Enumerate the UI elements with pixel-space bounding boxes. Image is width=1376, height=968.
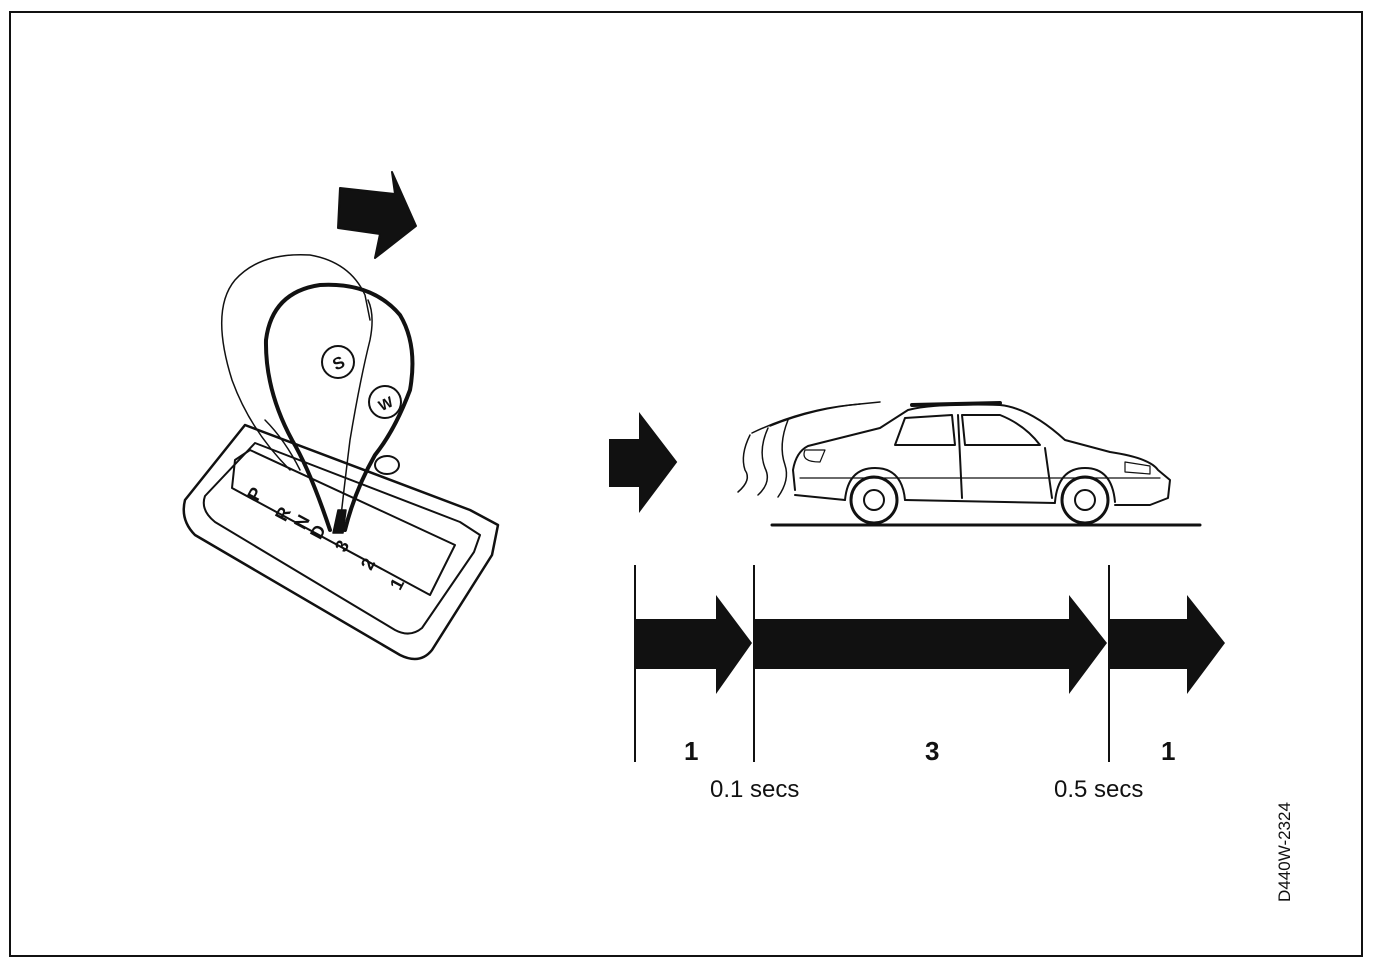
- gear-position-2: 2: [357, 555, 379, 573]
- front-window: [961, 414, 1041, 446]
- ghost-lever-outline: [220, 253, 371, 471]
- detent-circle: [374, 455, 400, 475]
- time-label-0-5s: 0.5 secs: [1054, 776, 1144, 803]
- lever-shaft: [332, 509, 347, 534]
- front-wheel-arch: [1054, 467, 1116, 503]
- figure-code: D440W-2324: [1275, 802, 1294, 902]
- rear-window: [894, 414, 956, 446]
- timeline: [634, 565, 1225, 762]
- motion-line-2: [757, 427, 769, 496]
- rear-wheel-hub: [863, 489, 885, 511]
- front-wheel-hub: [1074, 489, 1096, 511]
- gate-slot: [231, 449, 456, 596]
- rear-wheel-arch: [844, 467, 906, 501]
- car-illustration: [737, 401, 1202, 527]
- gear-selector-illustration: [182, 171, 500, 661]
- door-line-a: [957, 414, 963, 499]
- lever-knob: [263, 282, 415, 532]
- timeline-arrow-segment-3: [1110, 595, 1225, 694]
- lever-knob-inner-edge: [339, 299, 373, 526]
- winter-button-label: W: [376, 393, 397, 415]
- frame-border: [9, 11, 1363, 957]
- front-wheel: [1060, 475, 1110, 525]
- motion-line-5: [769, 403, 861, 427]
- timeline-arrow-segment-2: [755, 595, 1107, 694]
- time-label-0-1s: 0.1 secs: [710, 776, 800, 803]
- motion-line-3: [777, 419, 789, 498]
- timeline-arrow-segment-1: [636, 595, 752, 694]
- sport-button-label: S: [329, 352, 347, 374]
- sport-button-icon: [321, 345, 355, 379]
- gate-plate-inner: [202, 442, 481, 635]
- acceleration-arrow: [609, 412, 678, 513]
- car-body: [792, 403, 1171, 506]
- roof-rail: [910, 401, 1002, 407]
- gear-position-p: P: [243, 484, 266, 504]
- gear-position-3: 3: [331, 537, 353, 555]
- gate-plate-outer: [182, 423, 500, 661]
- ghost-lever-boot: [264, 419, 301, 471]
- tail-light: [803, 449, 826, 463]
- segment-2-gear-label: 3: [925, 736, 940, 766]
- segment-1-gear-label: 1: [684, 736, 699, 766]
- shift-direction-arrow: [337, 171, 417, 259]
- motion-line-4: [751, 401, 881, 434]
- rear-wheel: [849, 475, 899, 525]
- headlight: [1124, 461, 1151, 475]
- motion-line-1: [737, 434, 751, 493]
- door-line-b: [1044, 447, 1053, 499]
- segment-3-gear-label: 1: [1161, 736, 1176, 766]
- winter-button-icon: [368, 385, 402, 419]
